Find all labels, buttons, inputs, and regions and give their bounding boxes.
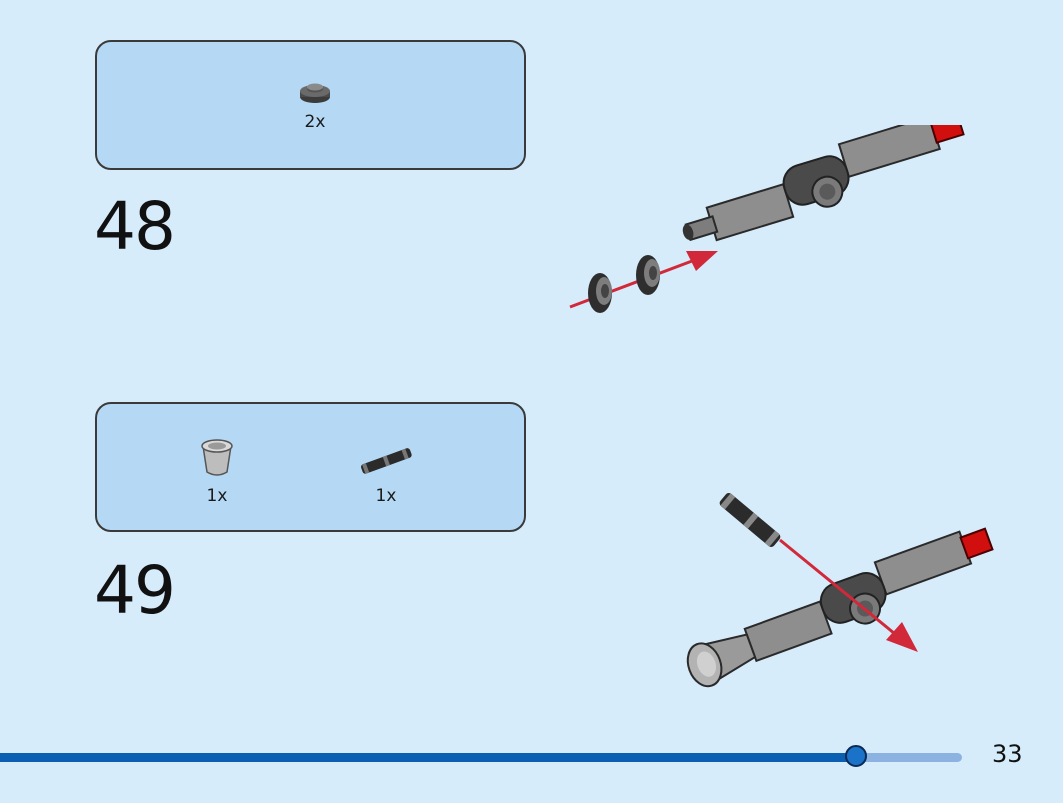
part-quantity: 2x — [304, 112, 326, 132]
progress-bar — [0, 745, 962, 767]
round-plate-icon — [300, 83, 330, 103]
step-number-49: 49 — [94, 552, 176, 629]
step-number-48: 48 — [94, 188, 176, 265]
step-48-illustration — [569, 125, 965, 313]
round-plate-icon — [636, 255, 660, 295]
bush-cylinder-icon — [201, 439, 233, 476]
axle-pin-icon — [361, 448, 412, 474]
parts-box-step-49: 1x 1x — [95, 402, 526, 532]
part-round-plate: 2x — [295, 80, 335, 132]
part-bush-cylinder: 1x — [197, 434, 237, 506]
progress-knob — [845, 745, 868, 767]
progress-fill — [0, 753, 857, 762]
part-axle-pin: 1x — [351, 440, 421, 506]
part-quantity: 1x — [375, 486, 397, 506]
page-number: 33 — [992, 740, 1023, 768]
part-quantity: 1x — [206, 486, 228, 506]
step-49-illustration — [686, 493, 994, 688]
axle-pin-icon — [719, 493, 781, 547]
round-plate-icon — [588, 273, 612, 313]
parts-box-step-48: 2x — [95, 40, 526, 170]
